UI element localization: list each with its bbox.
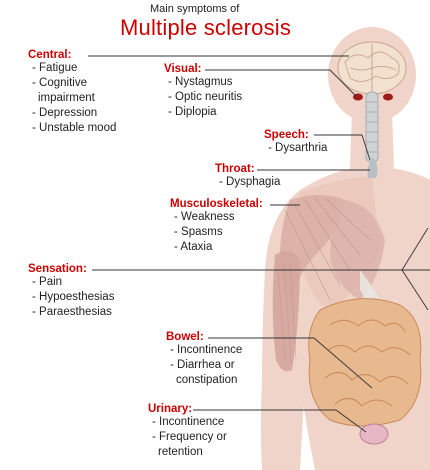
sensation-item: - Paraesthesias — [32, 306, 112, 318]
bladder-shape — [359, 423, 389, 445]
group-throat: Throat: - Dysphagia — [215, 163, 280, 190]
visual-item: - Optic neuritis — [168, 91, 243, 103]
brain — [337, 41, 407, 95]
group-urinary: Urinary: - Incontinence - Frequency or r… — [148, 403, 227, 460]
central-item: - Fatigue — [32, 62, 78, 74]
line-bowel — [208, 337, 373, 389]
group-central: Central: - Fatigue - Cognitive impairmen… — [28, 49, 116, 136]
line-visual — [205, 69, 357, 97]
group-visual: Visual: - Nystagmus - Optic neuritis - D… — [164, 63, 242, 120]
throat-item: - Dysphagia — [219, 176, 281, 188]
connector-lines — [88, 55, 430, 433]
urinary-heading: Urinary: — [148, 403, 193, 415]
line-sensation-upper — [401, 227, 429, 271]
page-title: Multiple sclerosis — [120, 15, 292, 40]
right-eye — [383, 93, 393, 101]
arm-muscles — [272, 195, 385, 372]
line-urinary — [193, 409, 367, 433]
speech-item: - Dysarthria — [268, 142, 328, 154]
bowel-item: - Incontinence — [170, 344, 243, 356]
spinal-cord — [365, 91, 379, 178]
urinary-item: - Incontinence — [152, 416, 225, 428]
musculoskeletal-item: - Spasms — [174, 226, 223, 238]
group-musculoskeletal: Musculoskeletal: - Weakness - Spasms - A… — [170, 198, 263, 255]
central-item: impairment — [38, 92, 95, 104]
central-item: - Unstable mood — [32, 122, 117, 134]
line-sensation-lower — [401, 269, 429, 311]
musculoskeletal-item: - Ataxia — [174, 241, 213, 253]
visual-item: - Diplopia — [168, 106, 217, 118]
visual-item: - Nystagmus — [168, 76, 233, 88]
central-item: - Depression — [32, 107, 98, 119]
musculoskeletal-item: - Weakness — [174, 211, 235, 223]
bowel-item: constipation — [176, 374, 238, 386]
central-item: - Cognitive — [32, 77, 87, 89]
title-caption: Main symptoms of — [150, 3, 240, 15]
speech-heading: Speech: — [264, 129, 309, 141]
throat-heading: Throat: — [215, 163, 255, 175]
bowel-heading: Bowel: — [166, 331, 204, 343]
urinary-item: retention — [158, 446, 203, 458]
musculoskeletal-heading: Musculoskeletal: — [170, 198, 263, 210]
bowel-item: - Diarrhea or — [170, 359, 235, 371]
urinary-item: - Frequency or — [152, 431, 227, 443]
group-sensation: Sensation: - Pain - Hypoesthesias - Para… — [28, 263, 114, 320]
throat-shape — [367, 158, 378, 178]
group-bowel: Bowel: - Incontinence - Diarrhea or cons… — [166, 331, 242, 388]
line-speech — [314, 134, 371, 161]
group-speech: Speech: - Dysarthria — [264, 129, 327, 156]
sensation-heading: Sensation: — [28, 263, 87, 275]
visual-heading: Visual: — [164, 63, 202, 75]
central-heading: Central: — [28, 49, 72, 61]
intestines — [308, 298, 422, 445]
sensation-item: - Hypoesthesias — [32, 291, 115, 303]
sensation-item: - Pain — [32, 276, 63, 288]
